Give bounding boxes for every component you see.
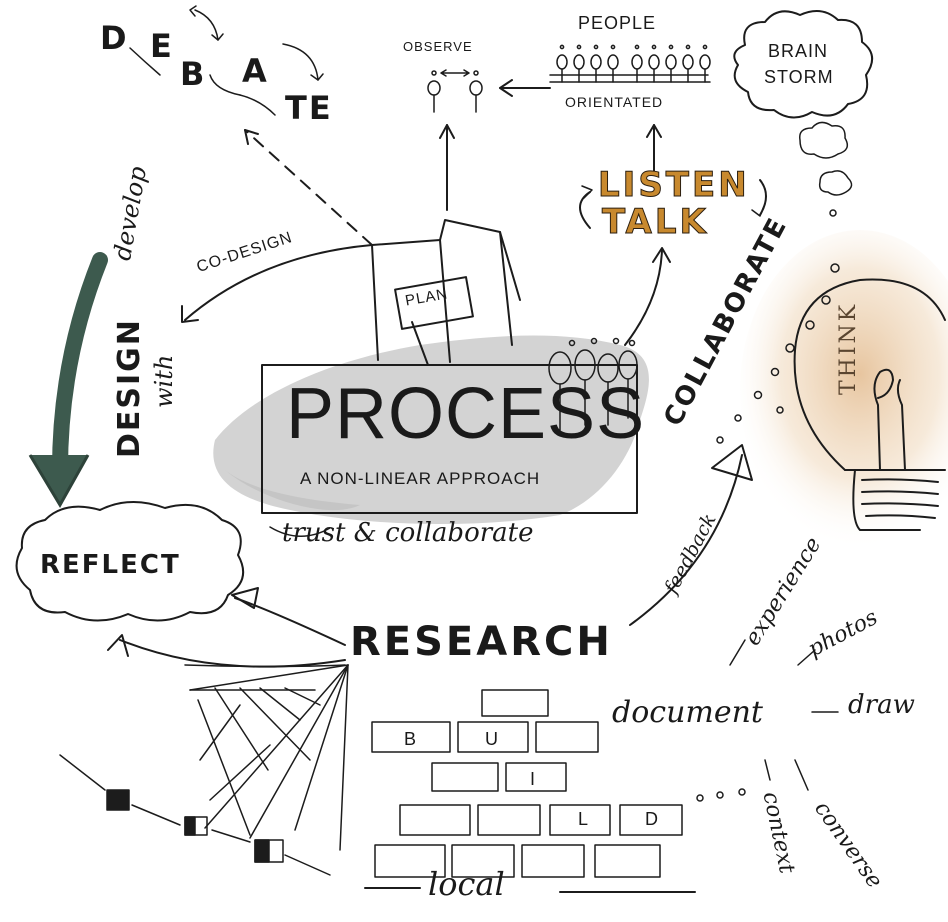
plan-structure [371, 219, 521, 366]
watercolor-wash [213, 335, 649, 525]
reflect-cloud [15, 500, 245, 622]
develop-arrow-head [28, 454, 90, 508]
document-branches [696, 639, 839, 802]
research-to-reflect-arrow [234, 597, 346, 646]
develop-arrow [52, 252, 108, 478]
thought-cloud-icon [733, 10, 873, 119]
process-people-icon [548, 337, 638, 431]
people-icon [549, 44, 711, 83]
codesign-to-debate-line [244, 129, 373, 246]
debate-arrows [129, 5, 324, 116]
bulb-glow [740, 230, 948, 550]
research-to-left-arrow [119, 639, 346, 668]
brick-wall-icon [371, 689, 683, 878]
thought-cloud-icon [818, 170, 853, 196]
codesign-arrow [184, 244, 373, 321]
bulb-icon [793, 278, 946, 531]
map-fan [189, 664, 349, 851]
process-to-listen-arrow [624, 249, 663, 346]
steps-path [59, 754, 331, 876]
thought-cloud-icon [799, 121, 849, 159]
collaborate-bubbles [716, 263, 840, 444]
process-box [261, 364, 638, 514]
tagline-swash [269, 526, 331, 537]
observe-figures [427, 69, 483, 113]
feedback-arrow [629, 454, 743, 626]
